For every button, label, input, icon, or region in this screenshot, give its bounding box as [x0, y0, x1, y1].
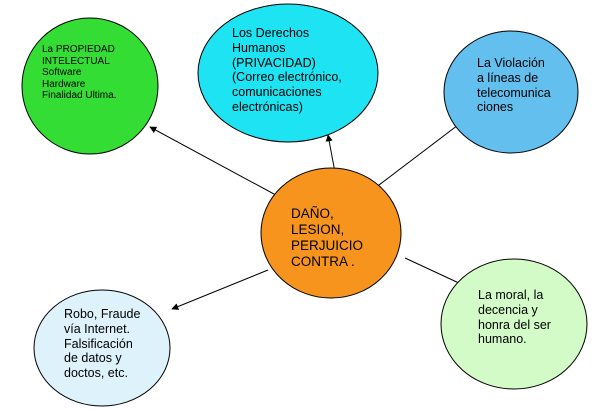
robo-node [33, 289, 171, 407]
derechos-node [197, 3, 379, 143]
center-node [260, 167, 402, 299]
center-label: DAÑO, LESION, PERJUICIO CONTRA . [291, 206, 364, 269]
violacion-label: La Violación a líneas de telecomunica ci… [477, 56, 551, 115]
robo-label: Robo, Fraude vía Internet. Falsificación… [64, 307, 141, 380]
violacion-node [443, 30, 579, 154]
arrow-to-violacion [374, 121, 463, 189]
arrow-to-robo [171, 269, 269, 310]
moral-label: La moral, la decencia y honra del ser hu… [478, 288, 551, 347]
propiedad-node [21, 17, 159, 155]
moral-node [440, 258, 588, 390]
arrow-to-propiedad [149, 126, 286, 201]
derechos-label: Los Derechos Humanos (PRIVACIDAD) (Corre… [232, 26, 342, 114]
propiedad-label: La PROPIEDAD INTELECTUAL Software Hardwa… [42, 44, 117, 101]
